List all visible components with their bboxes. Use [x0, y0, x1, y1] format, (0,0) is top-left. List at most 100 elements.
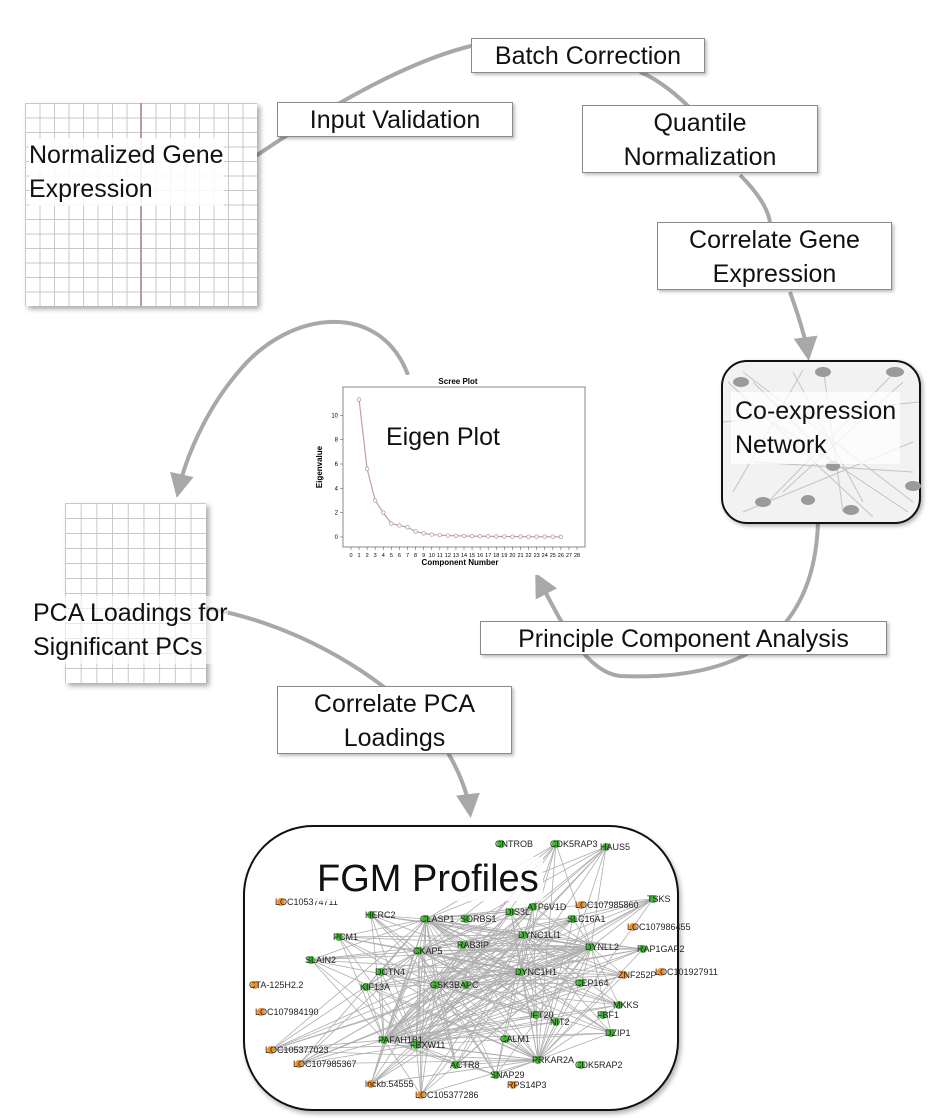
scree-point	[429, 532, 434, 537]
network-edge	[462, 934, 525, 946]
network-edge	[520, 843, 557, 973]
scree-point	[469, 534, 475, 539]
network-edge	[418, 944, 464, 952]
quantile-normalization-line1: Quantile	[653, 109, 747, 137]
network-node-label: SORBS1	[460, 914, 497, 924]
network-edge	[425, 918, 522, 973]
network-edge	[370, 914, 427, 920]
scree-point	[421, 531, 426, 536]
correlate-gene-expression-line2: Expression	[712, 260, 837, 288]
scree-xtick-label: 17	[485, 553, 491, 559]
scree-xtick-label: 18	[493, 553, 499, 559]
network-edge	[370, 946, 592, 1085]
network-edge	[495, 934, 525, 1076]
scree-point	[389, 521, 394, 526]
network-edge	[310, 918, 427, 961]
arrow-eigen-to-loadings	[170, 319, 410, 498]
network-edge	[310, 946, 592, 961]
scree-title: Scree Plot	[438, 377, 477, 386]
network-edge	[370, 950, 420, 1085]
network-node-label: MKKS	[613, 1000, 639, 1010]
network-edge	[523, 934, 612, 1034]
network-node-label: ACTR8	[450, 1060, 480, 1070]
quantile-normalization-box: Quantile Normalization	[582, 105, 818, 173]
scree-xtick-label: 16	[477, 553, 483, 559]
network-node-label: RPS14P3	[507, 1080, 547, 1090]
network-node-label: DYNLL2	[585, 942, 619, 952]
scree-xtick-label: 23	[534, 553, 540, 559]
network-node-label: DYNC1LI1	[518, 930, 561, 940]
scree-point	[478, 534, 483, 539]
network-node	[552, 840, 560, 848]
network-node-label: CTA-125H2.2	[249, 980, 303, 990]
network-edge	[383, 906, 534, 1041]
network-edge	[425, 918, 437, 986]
scree-ytick-label: 6	[335, 462, 339, 468]
network-edge	[365, 946, 592, 988]
network-edge	[310, 950, 420, 961]
network-edge	[365, 986, 539, 1061]
network-node-label: FBF1	[597, 1010, 619, 1020]
network-edge	[418, 911, 512, 952]
network-edge	[370, 914, 420, 952]
scree-point	[534, 534, 539, 539]
network-edge	[425, 918, 457, 1066]
scree-xtick-label: 22	[526, 553, 532, 559]
network-node	[602, 843, 610, 851]
scree-ytick-label: 4	[335, 486, 339, 492]
scree-point	[550, 534, 555, 539]
network-node	[377, 968, 385, 976]
network-edge	[580, 946, 592, 984]
network-node	[295, 1060, 303, 1068]
network-node-label: APC	[460, 980, 479, 990]
network-edge	[520, 971, 557, 1023]
network-node	[517, 968, 525, 976]
network-node	[532, 1011, 540, 1019]
scree-xtick-label: 27	[566, 553, 572, 559]
network-edge	[418, 918, 427, 952]
network-edge	[425, 918, 557, 1023]
network-node-label: RAB3IP	[457, 940, 489, 950]
network-edge	[590, 946, 620, 1006]
coexpression-network-line1: Co-expression	[735, 397, 897, 425]
network-edge	[590, 946, 612, 1034]
pca-loadings-label: PCA Loadings for Significant PCs	[33, 596, 228, 664]
scree-point	[558, 534, 563, 539]
scree-xtick-label: 8	[414, 553, 417, 559]
correlate-gene-expression-line1: Correlate Gene	[689, 226, 860, 254]
network-edge	[270, 1049, 539, 1061]
network-node-label: TSKS	[647, 894, 671, 904]
network-edge	[425, 906, 534, 920]
network-node-label: RAP1GAP2	[637, 944, 685, 954]
network-edge	[270, 1044, 417, 1051]
network-node	[462, 915, 470, 923]
network-edge	[365, 986, 417, 1046]
network-node-label: SNAP29	[490, 1070, 525, 1080]
network-node-label: KIF13A	[360, 982, 390, 992]
arrow-input-to-batch	[248, 43, 476, 162]
network-edge	[523, 846, 607, 936]
scree-point	[526, 534, 531, 539]
network-edge	[435, 918, 574, 986]
scree-xtick-label: 28	[574, 553, 580, 559]
network-edge	[370, 1059, 539, 1085]
network-edge	[537, 974, 625, 1061]
network-edge	[418, 950, 437, 986]
network-node	[380, 1036, 388, 1044]
network-edge	[418, 950, 557, 1023]
network-node-label: LOC105374711	[275, 897, 338, 907]
normalized-gene-expression-line1: Normalized Gene	[29, 141, 224, 169]
network-node-label: IFT20	[530, 1010, 554, 1020]
scree-point	[518, 534, 523, 539]
pca-box: Principle Component Analysis	[480, 621, 887, 655]
network-node	[639, 945, 647, 953]
network-node-label: DZIP1	[605, 1028, 631, 1038]
scree-ytick-label: 2	[335, 511, 339, 517]
network-edge	[425, 918, 592, 948]
network-node	[620, 971, 628, 979]
network-node	[251, 981, 259, 989]
network-edge	[338, 918, 427, 938]
network-node	[577, 1061, 585, 1069]
network-edge	[415, 944, 464, 1046]
network-edge	[537, 1021, 557, 1061]
